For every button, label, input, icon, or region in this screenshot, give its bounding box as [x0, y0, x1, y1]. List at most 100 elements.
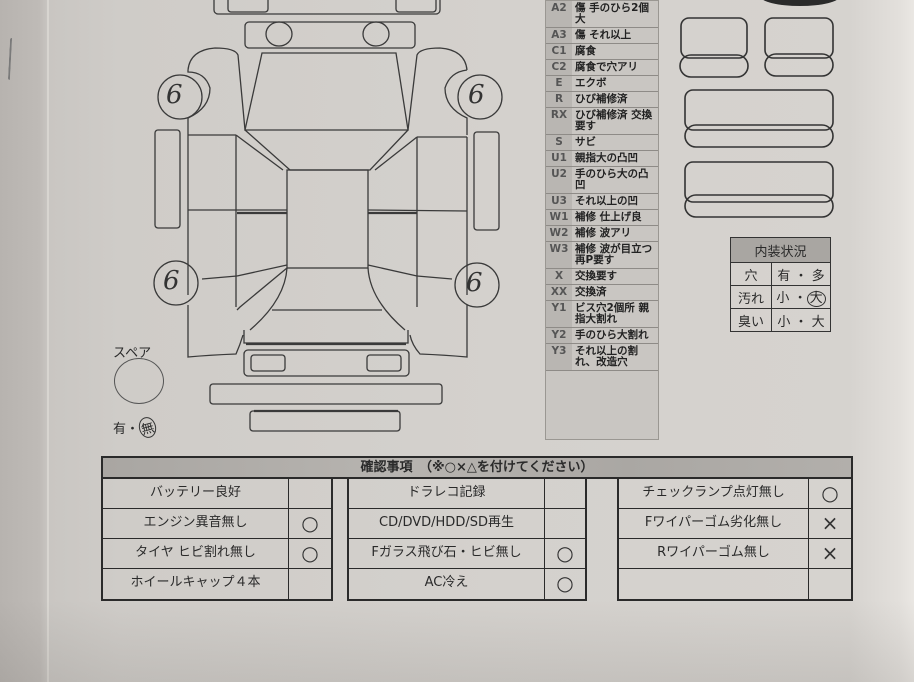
check-row: Rワイパーゴム無し ×: [619, 539, 851, 569]
spare-circle: [114, 358, 164, 404]
check-mark[interactable]: [289, 569, 331, 599]
legend-code: Y1: [546, 301, 572, 327]
legend-code: W2: [546, 226, 572, 241]
interior-options-dirt[interactable]: 小 ・大: [771, 285, 831, 309]
tire-rear-left: [153, 260, 199, 306]
option[interactable]: 有: [777, 268, 791, 284]
check-label: チェックランプ点灯無し: [619, 479, 809, 508]
legend-code: W1: [546, 210, 572, 225]
legend-code: XX: [546, 285, 572, 300]
legend-desc: ひび補修済: [575, 93, 628, 105]
check-row: タイヤ ヒビ割れ無し ○: [103, 539, 331, 569]
check-mark[interactable]: ○: [556, 571, 574, 595]
spare-option-yes[interactable]: 有: [113, 422, 127, 437]
tire-front-left: [157, 74, 203, 120]
check-row: Fワイパーゴム劣化無し ×: [619, 509, 851, 539]
legend-desc: それ以上の割れ、改造穴: [575, 345, 638, 368]
legend-desc: 補修 波が目立つ 再P要す: [575, 243, 653, 266]
legend-desc: ひび補修済 交換要す: [575, 109, 653, 132]
check-mark[interactable]: ○: [821, 481, 839, 505]
check-label: Fガラス飛び石・ヒビ無し: [349, 539, 545, 568]
interior-title: 内装状況: [730, 237, 831, 263]
check-mark[interactable]: ×: [821, 541, 839, 565]
check-mark[interactable]: ○: [301, 541, 319, 565]
spare-label: スペア: [113, 346, 152, 361]
interior-options-odor[interactable]: 小 ・ 大: [771, 308, 831, 332]
check-label: [619, 569, 809, 599]
check-label: Fワイパーゴム劣化無し: [619, 509, 809, 538]
legend-code: S: [546, 135, 572, 150]
check-mark[interactable]: [809, 569, 851, 599]
legend-desc: 腐食: [575, 45, 596, 57]
check-mark[interactable]: ○: [301, 511, 319, 535]
legend-desc: 傷 手のひら2個大: [575, 2, 649, 25]
legend-code: U2: [546, 167, 572, 193]
checklist-title: 確認事項 （※○×△を付けてください）: [101, 456, 853, 479]
legend-code: Y3: [546, 344, 572, 370]
check-mark[interactable]: [289, 479, 331, 508]
option[interactable]: 小: [776, 291, 790, 306]
legend-desc: 交換済: [575, 286, 607, 298]
check-label: タイヤ ヒビ割れ無し: [103, 539, 289, 568]
spare-option-no-selected[interactable]: 無: [136, 415, 159, 440]
checklist-column-2: ドラレコ記録 CD/DVD/HDD/SD再生 Fガラス飛び石・ヒビ無し○ AC冷…: [347, 479, 587, 601]
check-row: バッテリー良好: [103, 479, 331, 509]
check-mark[interactable]: [545, 509, 585, 538]
check-mark[interactable]: ○: [556, 541, 574, 565]
option-selected[interactable]: 大: [806, 291, 826, 307]
legend-code: C1: [546, 44, 572, 59]
legend-code: C2: [546, 60, 572, 75]
tire-rear-right: [454, 262, 500, 308]
legend-desc: 補修 波アリ: [575, 227, 632, 239]
checklist-column-3: チェックランプ点灯無し ○ Fワイパーゴム劣化無し × Rワイパーゴム無し ×: [617, 479, 853, 601]
legend-code: A3: [546, 28, 572, 43]
tire-tread-front-left: 6: [166, 80, 183, 110]
legend-code: X: [546, 269, 572, 284]
legend-desc: 腐食で穴アリ: [575, 61, 638, 73]
check-row: チェックランプ点灯無し ○: [619, 479, 851, 509]
interior-condition-table: 内装状況 穴 有 ・ 多 汚れ 小 ・大 臭い 小 ・ 大: [730, 237, 831, 332]
check-mark[interactable]: [545, 479, 585, 508]
legend-desc: 親指大の凸凹: [575, 152, 638, 164]
tire-tread-front-right: 6: [468, 80, 485, 110]
option[interactable]: 多: [811, 268, 825, 284]
option[interactable]: 大: [811, 314, 825, 330]
separator: ・: [794, 314, 808, 330]
legend-code: U1: [546, 151, 572, 166]
check-row: エンジン異音無し○: [103, 509, 331, 539]
check-label: Rワイパーゴム無し: [619, 539, 809, 568]
check-row: CD/DVD/HDD/SD再生: [349, 509, 585, 539]
legend-desc: 交換要す: [575, 270, 617, 282]
rear-bumper-upper: [213, 0, 441, 15]
interior-options-hole[interactable]: 有 ・ 多: [771, 262, 831, 286]
check-mark[interactable]: ×: [821, 511, 839, 535]
check-label: ホイールキャップ４本: [103, 569, 289, 599]
legend-code: W3: [546, 242, 572, 268]
legend-code: U3: [546, 194, 572, 209]
legend-code: RX: [546, 108, 572, 134]
option[interactable]: 小: [777, 314, 791, 330]
legend-code: A2: [546, 1, 572, 27]
checklist-column-1: バッテリー良好 エンジン異音無し○ タイヤ ヒビ割れ無し ○ ホイールキャップ４本: [101, 479, 333, 601]
separator: ・: [794, 268, 808, 284]
legend-desc: ビス穴2個所 親指大割れ: [575, 302, 649, 325]
legend-desc: それ以上の凹: [575, 195, 638, 207]
tire-front-right: [457, 74, 503, 120]
check-row: ドラレコ記録: [349, 479, 585, 509]
legend-code: Y2: [546, 328, 572, 343]
